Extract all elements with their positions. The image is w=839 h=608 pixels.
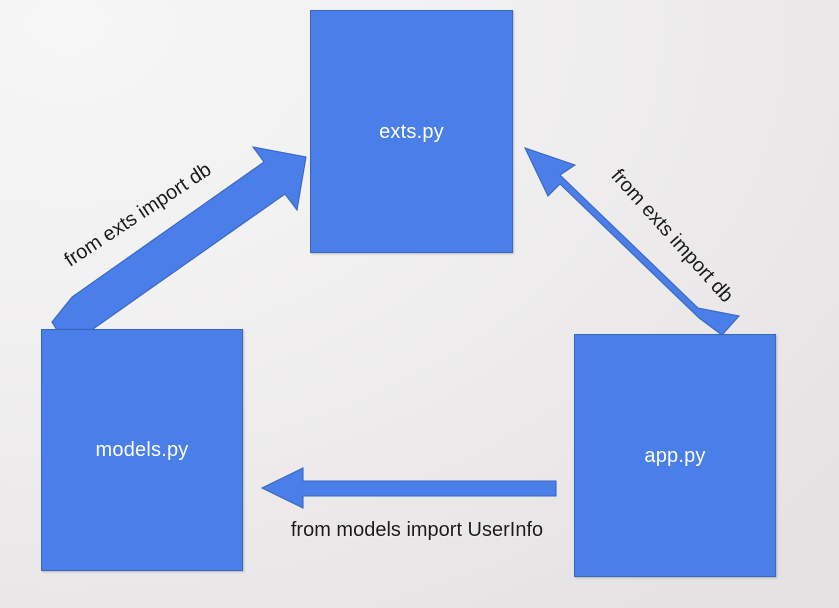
arrow-app-to-models[interactable] <box>260 467 557 509</box>
arrow-app-to-exts[interactable] <box>523 147 741 336</box>
node-app-py[interactable]: app.py <box>574 334 776 577</box>
node-models-py-label: models.py <box>95 439 189 461</box>
node-exts-py-label: exts.py <box>379 120 444 143</box>
node-app-py-label: app.py <box>644 444 706 467</box>
edge-label-app-to-models: from models import UserInfo <box>290 519 544 541</box>
node-exts-py[interactable]: exts.py <box>310 10 513 253</box>
node-models-py[interactable]: models.py <box>41 329 243 571</box>
